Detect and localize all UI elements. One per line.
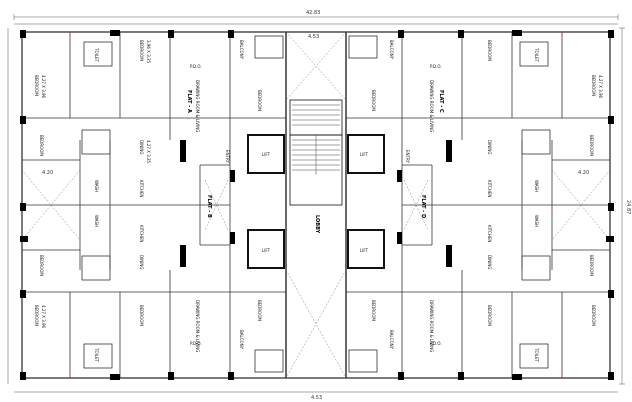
label-bedroom-9: BEDROOM <box>591 75 596 96</box>
label-lobby: LOBBY <box>314 215 320 234</box>
label-drawing-a: DRAWING ROOM & LIVING <box>195 80 200 132</box>
label-bedroom-8: BEDROOM <box>257 300 262 321</box>
label-kitchen-c: KITCHEN <box>487 180 492 197</box>
label-dining-b: DINING <box>139 255 144 270</box>
label-pdo-d: P.D.O. <box>430 341 442 346</box>
label-toilet-3: TOILET <box>534 47 539 63</box>
label-toilet-1: TOILET <box>94 47 99 63</box>
interior-walls-left <box>22 32 286 378</box>
size-bedroom-9: 4.27 X 3.96 <box>598 75 603 99</box>
dimension-right-height: 24.87 <box>625 200 631 214</box>
label-drawing-b: DRAWING ROOM & LIVING <box>195 300 200 352</box>
label-bedroom-14: BEDROOM <box>591 305 596 326</box>
label-kitchen-b: KITCHEN <box>139 225 144 242</box>
dimension-top-width: 42.83 <box>306 10 320 16</box>
label-toilet-2: TOILET <box>94 347 99 363</box>
label-pdo-b: P.D.O. <box>190 341 202 346</box>
size-dining-a: 4.27 X 3.35 <box>146 140 151 164</box>
label-dining-a: DINING <box>139 140 144 155</box>
label-drawing-c: DRAWING ROOM & LIVING <box>429 80 434 132</box>
label-bedroom-1: BEDROOM <box>34 75 39 96</box>
label-bedroom-5: BEDROOM <box>39 255 44 276</box>
label-dining-d: DINING <box>487 255 492 270</box>
void-cross-lines <box>21 31 611 379</box>
label-bedroom-16: BEDROOM <box>371 300 376 321</box>
label-bedroom-10: BEDROOM <box>487 40 492 61</box>
label-balcony-c: BALCONY <box>389 40 394 60</box>
size-bedroom-2: 3.96 X 3.35 <box>146 40 151 64</box>
label-kitchen-d: KITCHEN <box>487 225 492 242</box>
dimension-lines <box>7 14 625 393</box>
label-lift-3: LIFT <box>360 152 369 157</box>
label-wash-b: WASH <box>94 215 99 227</box>
label-pdo-a: P.D.O. <box>190 64 202 69</box>
dimension-bottom-center: 4.53 <box>311 395 322 401</box>
label-bedroom-4: BEDROOM <box>39 135 44 156</box>
label-pdo-c: P.D.O. <box>430 64 442 69</box>
dimension-core-top: 4.53 <box>308 34 319 40</box>
door-marks <box>69 32 563 378</box>
label-flat-c: FLAT - C <box>438 90 444 113</box>
label-bedroom-6: BEDROOM <box>34 305 39 326</box>
label-wash-d: WASH <box>534 215 539 227</box>
label-bedroom-2: BEDROOM <box>139 40 144 61</box>
label-bedroom-7: BEDROOM <box>139 305 144 326</box>
label-flat-a: FLAT - A <box>186 90 192 113</box>
label-lift-1: LIFT <box>262 152 271 157</box>
interior-walls-right <box>346 32 610 378</box>
mark-right: 4.20 <box>578 170 589 176</box>
label-bedroom-15: BEDROOM <box>487 305 492 326</box>
label-flat-b: FLAT - B <box>206 195 212 218</box>
label-wash-c: WASH <box>534 180 539 192</box>
mark-left: 4.20 <box>42 170 53 176</box>
label-balcony-b: BALCONY <box>239 330 244 350</box>
label-balcony-a: BALCONY <box>239 40 244 60</box>
label-toilet-4: TOILET <box>534 347 539 363</box>
label-wash-a: WASH <box>94 180 99 192</box>
label-entry-c: ENTRY <box>405 150 410 163</box>
stair-treads <box>292 104 340 175</box>
label-bedroom-12: BEDROOM <box>589 135 594 156</box>
label-drawing-d: DRAWING ROOM & LIVING <box>429 300 434 352</box>
structural-columns <box>20 30 614 380</box>
size-bedroom-1: 4.27 X 3.96 <box>41 75 46 99</box>
label-flat-d: FLAT - D <box>420 195 426 218</box>
label-bedroom-11: BEDROOM <box>371 90 376 111</box>
size-bedroom-6: 4.27 X 3.96 <box>41 305 46 329</box>
label-bedroom-13: BEDROOM <box>589 255 594 276</box>
label-kitchen-a: KITCHEN <box>139 180 144 197</box>
label-lift-2: LIFT <box>262 248 271 253</box>
label-bedroom-3: BEDROOM <box>257 90 262 111</box>
label-lift-4: LIFT <box>360 248 369 253</box>
label-balcony-d: BALCONY <box>389 330 394 350</box>
label-entry-a: ENTRY <box>225 150 230 163</box>
label-dining-c: DINING <box>487 140 492 155</box>
